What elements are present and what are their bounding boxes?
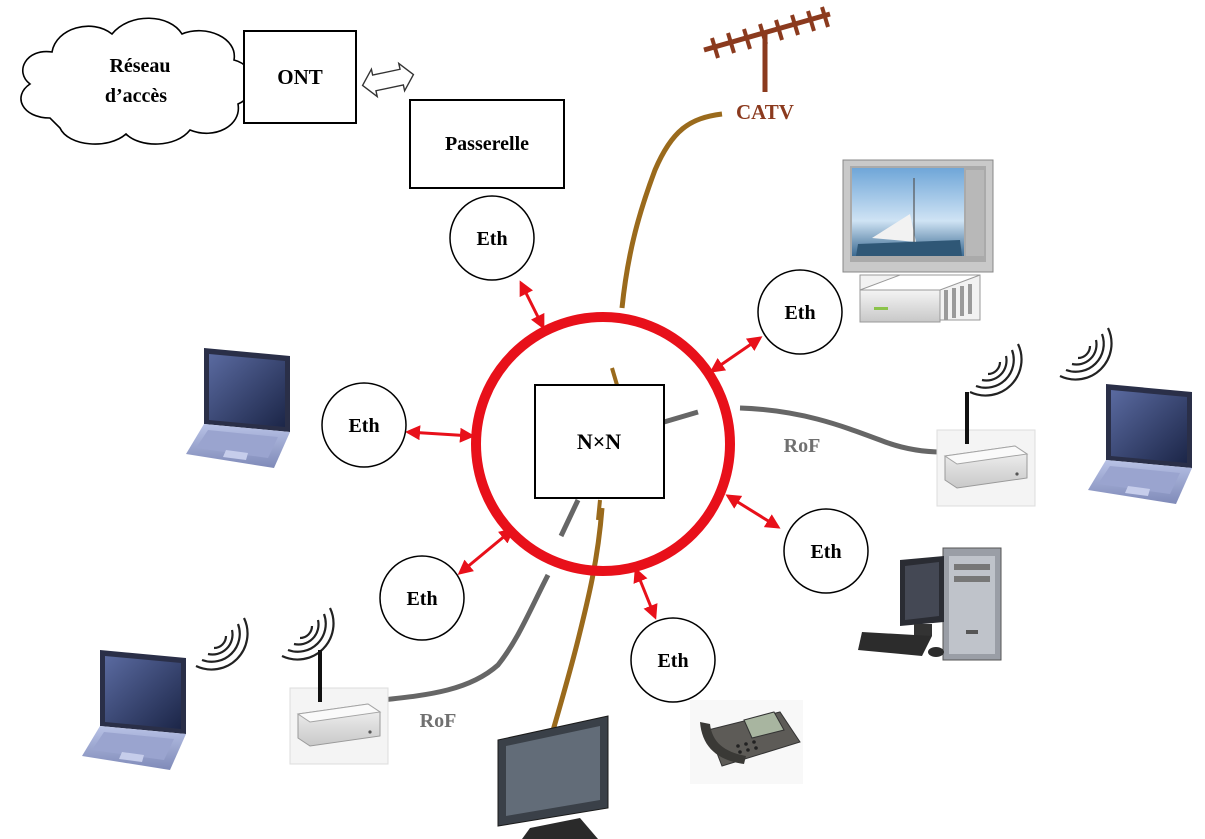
arrow-phone [633, 567, 658, 620]
access-network-cloud [20, 17, 254, 145]
central-ring [471, 312, 735, 576]
eth-label: Eth [476, 228, 507, 250]
desktop-pc-icon [858, 547, 1002, 661]
rof-label-right: RoF [784, 435, 821, 457]
rof-cable-right [739, 405, 943, 455]
eth-node-settop: Eth [757, 269, 843, 355]
eth-label: Eth [406, 588, 437, 610]
tv-settop-icon [842, 159, 994, 323]
laptop-icon [82, 650, 186, 770]
arrow-gateway [519, 280, 545, 330]
eth-label: Eth [810, 541, 841, 563]
flat-tv-icon [497, 715, 609, 839]
rof-stub-right [663, 409, 699, 425]
arrow-bottom-left [457, 528, 515, 575]
eth-node-phone: Eth [630, 617, 716, 703]
rof-stub-bottom [558, 498, 581, 538]
switch-label: N×N [577, 429, 621, 454]
eth-node-gateway: Eth [449, 195, 535, 281]
ont-gateway-double-arrow [361, 61, 415, 99]
rof-cable-bottom [381, 573, 551, 703]
gateway-label: Passerelle [445, 133, 529, 155]
catv-label: CATV [736, 100, 794, 124]
ont-label: ONT [277, 65, 323, 89]
antenna-icon [703, 6, 831, 92]
eth-node-bottom-left: Eth [379, 555, 465, 641]
eth-label: Eth [784, 302, 815, 324]
wireless-access-point-icon [288, 648, 390, 766]
arrow-left [405, 425, 475, 443]
wireless-waves-icon [194, 616, 249, 671]
laptop-icon [186, 348, 290, 468]
eth-label: Eth [657, 650, 688, 672]
catv-cable-bottom [542, 507, 605, 759]
wireless-access-point-icon [935, 390, 1037, 508]
catv-stub-inside-top [610, 367, 619, 386]
eth-label: Eth [348, 415, 379, 437]
catv-stub-inside-bottom [596, 499, 602, 521]
wireless-waves-icon [1058, 326, 1113, 381]
switch-box [534, 384, 665, 499]
telephone-icon [690, 700, 803, 784]
wireless-waves-icon [968, 342, 1023, 397]
gateway-box [409, 99, 565, 189]
cloud-label-line1: Réseau [109, 55, 170, 77]
wireless-waves-icon [280, 606, 335, 661]
ont-box [243, 30, 357, 124]
arrow-pc [725, 494, 781, 529]
cloud-label-line2: d’accès [105, 85, 167, 107]
eth-node-left: Eth [321, 382, 407, 468]
arrow-settop [709, 336, 763, 373]
eth-node-pc: Eth [783, 508, 869, 594]
catv-cable-top [619, 111, 723, 309]
laptop-icon [1088, 384, 1192, 504]
rof-label-bottom: RoF [420, 710, 457, 732]
